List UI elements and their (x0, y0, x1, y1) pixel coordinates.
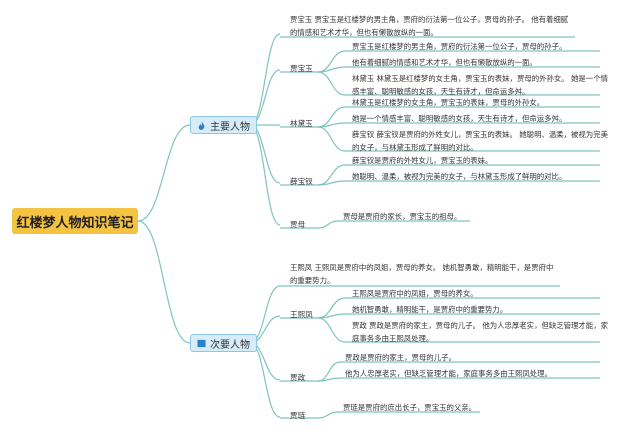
connector-xifeng-detail (317, 297, 346, 319)
xifeng-detail[interactable]: 王熙凤是贾府中的凤姐，贾母的养女。 (352, 289, 478, 298)
jiazheng-detail[interactable]: 贾政是贾府的家主，贾母的儿子。 (345, 353, 456, 362)
xifeng-detail[interactable]: 贾政 贾政是贾府的家主，贾母的儿子。 他为人忠厚老实，但缺乏管理才能，家庭事务多… (352, 321, 608, 343)
baochai-detail[interactable]: 她聪明、温柔，被视为完美的女子，与林黛玉形成了鲜明的对比。 (352, 172, 567, 181)
connector-major-jiamu (249, 124, 281, 226)
jialian-detail[interactable]: 贾琏是贾府的庶出长子，贾宝玉的父亲。 (343, 403, 477, 412)
connector-root-major (137, 124, 191, 222)
baoyu-detail[interactable]: 林黛玉 林黛玉是红楼梦的女主角，贾宝玉的表妹，贾母的外孙女。 她是一个情感丰富、… (352, 74, 608, 96)
baoyu-detail[interactable]: 他有着细腻的情感和艺术才华，但也有懒散放纵的一面。 (352, 58, 537, 67)
connector-baoyu-detail (317, 71, 346, 96)
character-jialian[interactable]: 贾琏 (290, 411, 306, 420)
daiyu-detail[interactable]: 薛宝钗 薛宝钗是贾府的外姓女儿，贾宝玉的表妹。 她聪明、温柔，被视为完美的女子，… (352, 130, 608, 152)
character-baochai[interactable]: 薛宝钗 (290, 177, 313, 186)
baochai-detail[interactable]: 薛宝钗是贾府的外姓女儿，贾宝玉的表妹。 (352, 156, 493, 165)
connector-baoyu-detail (317, 66, 346, 73)
xifeng-summary[interactable]: 王熙凤 王熙凤是贾府中的凤姐，贾母的养女。 她机智勇敢，精明能干，是贾府中的重要… (290, 263, 554, 285)
jiazheng-detail[interactable]: 他为人忠厚老实，但缺乏管理才能，家庭事务多由王熙凤处理。 (345, 369, 552, 378)
main-topic-major[interactable]: 主要人物 (190, 116, 257, 134)
connector-baochai-detail (317, 164, 346, 186)
character-jiamu[interactable]: 贾母 (290, 220, 306, 229)
flag-icon (197, 339, 206, 348)
root-topic[interactable]: 红楼梦人物知识笔记 (12, 208, 138, 234)
fire-icon (197, 120, 206, 130)
connector-minor-jialian (249, 342, 281, 418)
connector-jiazheng-detail (317, 377, 341, 382)
connector-major-summary (249, 33, 281, 126)
character-baoyu[interactable]: 贾宝玉 (290, 64, 313, 73)
baoyu-summary[interactable]: 贾宝玉 贾宝玉是红楼梦的男主角，贾府的衍法第一位公子，贾母的孙子。 他有着细腻的… (290, 15, 569, 37)
connector-baoyu-detail (317, 50, 346, 73)
xifeng-detail[interactable]: 她机智勇敢，精明能干，是贾府中的重要势力。 (352, 305, 508, 314)
daiyu-detail[interactable]: 林黛玉是红楼梦的女主角，贾宝玉的表妹，贾母的外孙女。 (352, 98, 545, 107)
main-topic-label: 主要人物 (210, 121, 250, 133)
connector-xifeng-detail (317, 313, 346, 319)
connector-daiyu-detail (317, 122, 346, 128)
baoyu-detail[interactable]: 贾宝玉是红楼梦的男主角，贾府的衍法第一位公子，贾母的孙子。 (352, 42, 567, 51)
jiamu-detail[interactable]: 贾母是贾府的家长，贾宝玉的祖母。 (343, 212, 462, 221)
character-jiazheng[interactable]: 贾政 (290, 373, 306, 382)
main-topic-label: 次要人物 (210, 339, 250, 351)
connector-daiyu-detail (317, 126, 346, 152)
connector-jiamu-detail (317, 220, 339, 229)
character-daiyu[interactable]: 林黛玉 (290, 119, 313, 128)
connector-xifeng-detail (317, 317, 346, 343)
connector-root-minor (137, 220, 191, 344)
daiyu-detail[interactable]: 她是一个情感丰富、聪明敏感的女孩，天生有诗才，但命运多舛。 (352, 114, 567, 123)
main-topic-minor[interactable]: 次要人物 (190, 334, 257, 352)
connector-daiyu-detail (317, 106, 346, 128)
character-xifeng[interactable]: 王熙凤 (290, 310, 313, 319)
connector-jialian-detail (317, 411, 339, 419)
connector-baochai-detail (317, 180, 346, 186)
